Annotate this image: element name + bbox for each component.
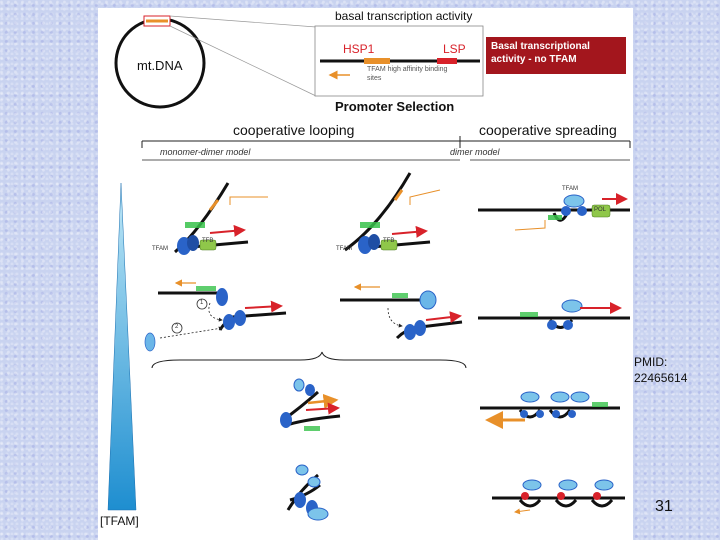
step-2-label: 1 [200, 300, 204, 306]
tfam-label-col3: TFAM [562, 186, 578, 192]
cooperative-spreading-label: cooperative spreading [479, 122, 617, 138]
monomer-dimer-model-label: monomer-dimer model [160, 147, 251, 157]
pmid-label: PMID: 22465614 [634, 355, 688, 385]
spreading-row3-diagram [480, 391, 620, 429]
tfam-axis-label: [TFAM] [100, 514, 139, 528]
dimer-model-label: dimer model [450, 147, 500, 157]
basal-activity-box: Basal transcriptional activity - no TFAM [486, 37, 626, 74]
polrmt-label-col3: POL [594, 207, 607, 213]
monomer-top-diagram [174, 182, 268, 255]
tfam-label-col1: TFAM [152, 246, 168, 252]
monomer-mid-diagram [144, 279, 287, 352]
spreading-top-diagram [478, 193, 630, 231]
step-1-label: 2 [175, 324, 179, 330]
brace [151, 351, 467, 369]
spreading-mid-diagram [478, 299, 630, 330]
lsp-label: LSP [443, 42, 466, 56]
tfb-label-col1: TFB [202, 238, 214, 244]
top-label: basal transcription activity [335, 9, 473, 23]
spreading-bottom-diagram [492, 479, 625, 515]
compact-bottom-diagram [286, 464, 329, 521]
page-number: 31 [655, 498, 673, 515]
cooperative-looping-label: cooperative looping [233, 122, 355, 138]
tfb-label-col2: TFB [383, 238, 395, 244]
looping-top-diagram [344, 172, 441, 254]
promoter-title: Promoter Selection [335, 99, 455, 114]
tfam-sites-label: TFAM high affinity binding sites [367, 66, 448, 82]
looping-mid-diagram [340, 283, 463, 340]
mtdna-label: mt.DNA [137, 58, 183, 73]
hsp-label: HSP1 [343, 42, 375, 56]
compact-loop-diagram [280, 378, 341, 431]
tfam-label-col2: TFAM [336, 246, 352, 252]
tfam-concentration-wedge [107, 182, 137, 511]
